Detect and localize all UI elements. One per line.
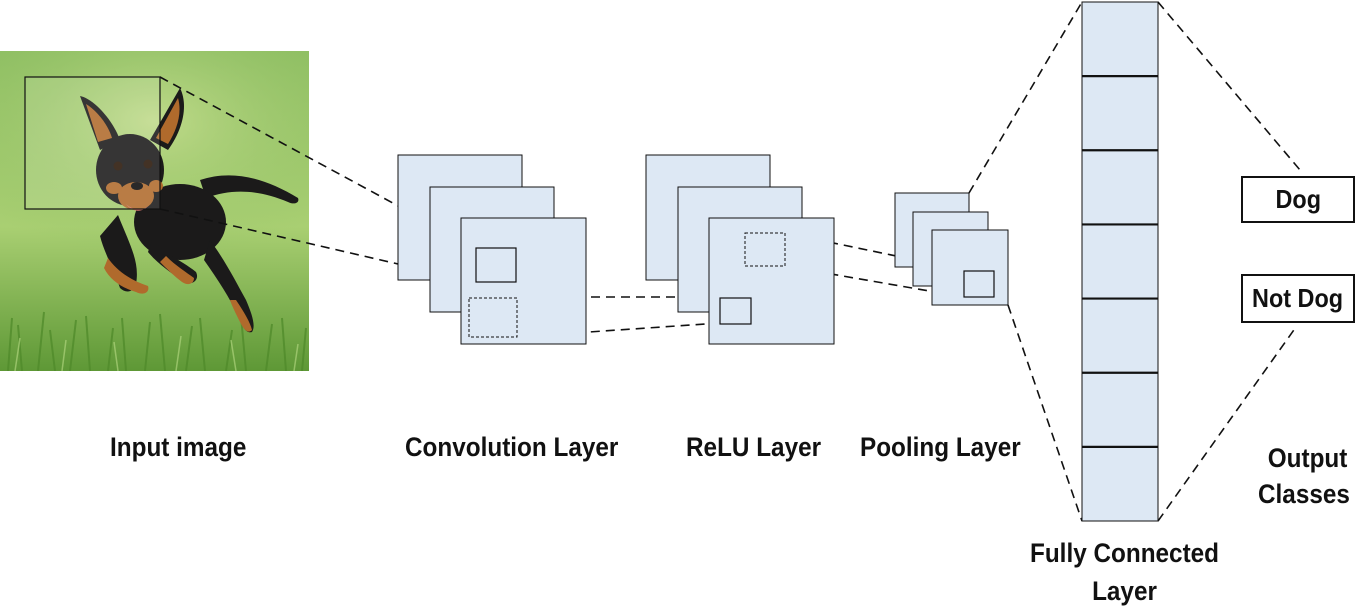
convolution-layer-label: Convolution Layer (405, 432, 619, 462)
fully-connected-cell (1081, 446, 1159, 522)
output-classes-line2: Classes (1258, 479, 1350, 509)
output-class-dog-label: Dog (1275, 184, 1321, 214)
fully-connected-cell (1081, 75, 1159, 151)
fully-connected-cell (1081, 223, 1159, 300)
pooling-feature-maps (894, 192, 1009, 306)
pooling-layer-label: Pooling Layer (860, 432, 1021, 462)
fully-connected-cell (1081, 149, 1159, 225)
pooling-box (963, 270, 995, 298)
fully-connected-line1: Fully Connected (1030, 538, 1220, 568)
output-classes-label: Output Classes (1258, 440, 1350, 512)
fully-connected-line2: Layer (1092, 576, 1157, 606)
input-image-label: Input image (110, 432, 247, 462)
conv-output-box (468, 297, 518, 338)
fully-connected-label: Fully Connected Layer (1030, 534, 1219, 610)
fully-connected-cell (1081, 1, 1159, 77)
output-class-not-dog-label: Not Dog (1252, 283, 1344, 313)
fully-connected-layer (1081, 1, 1159, 522)
fully-connected-cell (1081, 298, 1159, 374)
relu-layer-label: ReLU Layer (686, 432, 822, 462)
input-photo (0, 51, 309, 371)
relu-input-box (719, 297, 752, 325)
output-class-not-dog: Not Dog (1241, 274, 1355, 323)
feature-map (708, 217, 835, 345)
conv-kernel-box (475, 247, 517, 283)
grass (7, 311, 307, 371)
fully-connected-cell (1081, 372, 1159, 448)
output-class-dog: Dog (1241, 176, 1355, 223)
relu-output-box (744, 232, 786, 267)
dog (80, 88, 299, 333)
output-classes-line1: Output (1267, 443, 1348, 473)
receptive-field-box (24, 76, 161, 210)
